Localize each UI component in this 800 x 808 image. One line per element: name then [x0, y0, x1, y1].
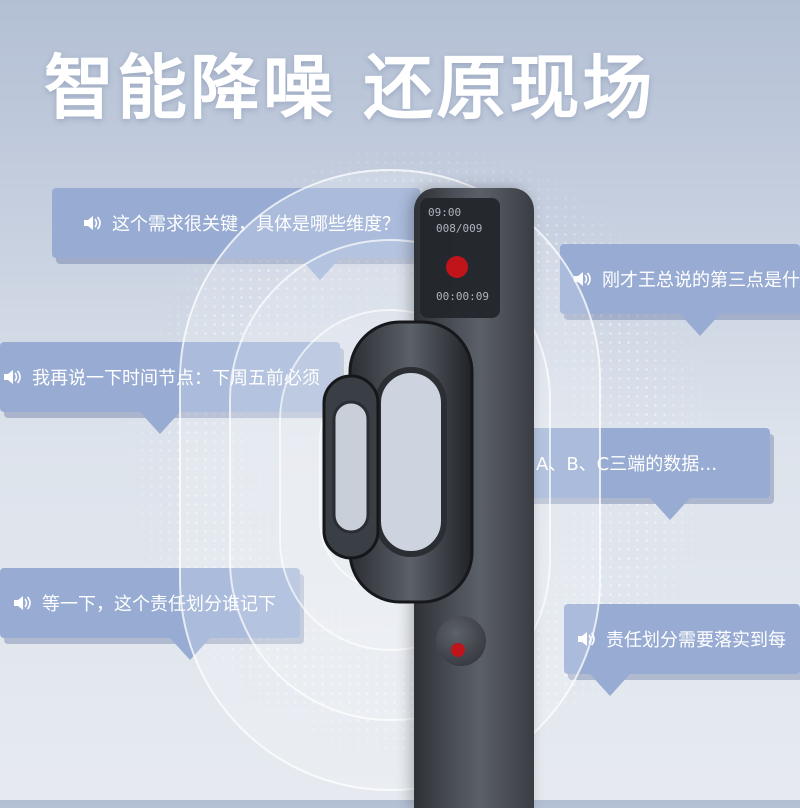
recording-indicator — [446, 256, 468, 278]
recorder-time: 09:00 — [428, 206, 462, 219]
speech-bubble-2-text: 刚才王总说的第三点是什 — [602, 270, 800, 291]
speech-bubble-1-text: 这个需求很关键，具体是哪些维度？ — [112, 210, 400, 236]
speech-bubble-6-tail — [590, 674, 630, 696]
speech-bubble-3: 我再说一下时间节点：下周五前必须 — [0, 342, 340, 412]
speaker-icon — [84, 216, 101, 230]
speech-bubble-2: 刚才王总说的第三点是什 — [560, 244, 800, 314]
speaker-icon — [14, 596, 31, 610]
record-button-dot — [451, 643, 465, 657]
speech-bubble-2-tail — [680, 314, 720, 336]
speaker-icon — [4, 370, 21, 384]
speaker-icon — [574, 272, 591, 286]
speech-bubble-5: 等一下，这个责任划分谁记下 — [0, 568, 300, 638]
speech-bubble-4-tail — [650, 498, 690, 520]
speech-bubble-6: 责任划分需要落实到每 — [564, 604, 800, 674]
speech-bubble-5-tail — [170, 638, 210, 660]
speech-bubble-5-text: 等一下，这个责任划分谁记下 — [42, 594, 276, 615]
speech-bubble-6-text: 责任划分需要落实到每 — [606, 630, 786, 651]
speech-bubble-4-text: A、B、C三端的数据… — [536, 454, 718, 475]
speech-bubble-1: 这个需求很关键，具体是哪些维度？ — [52, 188, 420, 258]
speech-bubble-3-tail — [140, 412, 180, 434]
speech-bubble-1-tail — [300, 258, 340, 280]
headline: 智能降噪 还原现场 — [44, 47, 656, 129]
recorder-counter: 008/009 — [436, 222, 483, 235]
speech-bubble-4: A、B、C三端的数据… — [526, 428, 770, 498]
speech-bubble-3-text: 我再说一下时间节点：下周五前必须 — [32, 368, 320, 389]
record-button — [436, 616, 486, 666]
recorder-timer: 00:00:09 — [436, 290, 489, 303]
noise-canceling-microphone-icon — [322, 320, 474, 604]
